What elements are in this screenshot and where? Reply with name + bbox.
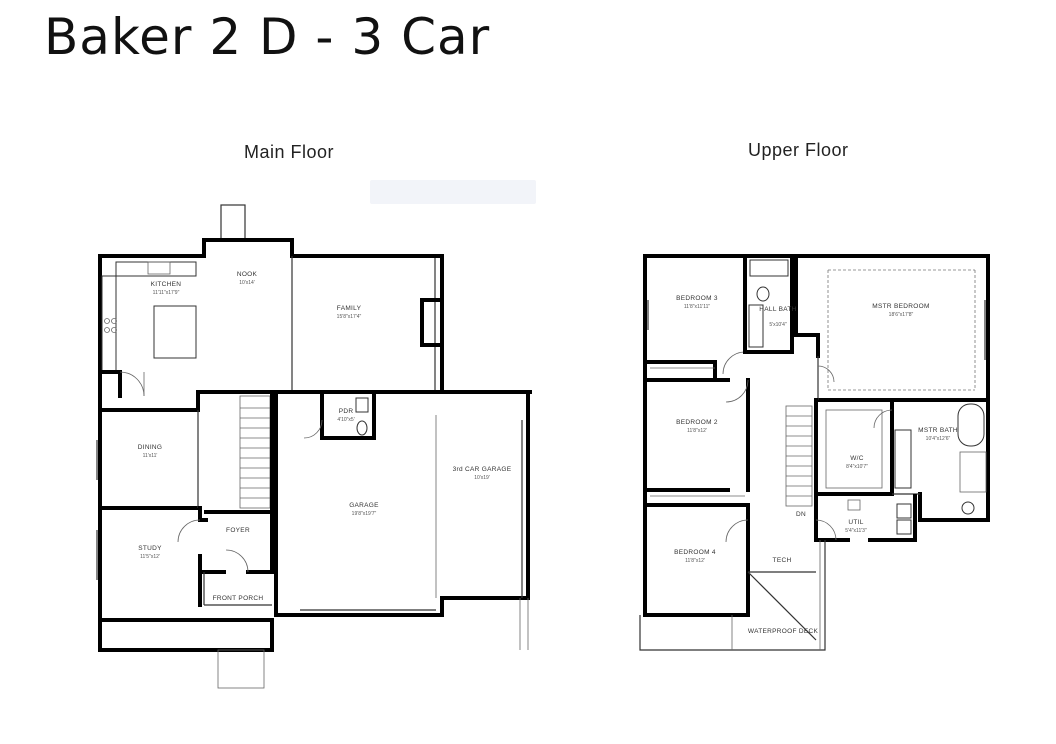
- mstr-bedroom-west-wall: [794, 254, 820, 358]
- mstr-vanity: [894, 429, 912, 489]
- mstr-tub: [957, 403, 985, 447]
- pdr-walls: [320, 390, 376, 440]
- bedroom4-dim: 11'8"x12': [685, 558, 705, 564]
- bedroom3-dim: 11'8"x11'11": [684, 304, 711, 310]
- mstr-bath-label: MSTR BATH: [918, 427, 958, 434]
- third-garage-dim: 10'x19': [474, 475, 490, 481]
- pdr-sink: [355, 397, 369, 413]
- page-title: Baker 2 D - 3 Car: [44, 8, 491, 66]
- dryer: [896, 519, 912, 535]
- mstr-bedroom-dim: 18'6"x17'8": [889, 312, 914, 318]
- nook-label: NOOK: [237, 271, 258, 278]
- wic-label: W/C: [850, 455, 864, 462]
- bedroom3-south-wall: [643, 360, 717, 382]
- study-dim: 11'5"x12': [140, 554, 160, 560]
- hall-vanity: [748, 304, 764, 348]
- deck-outline: [639, 540, 826, 651]
- main-floor-title: Main Floor: [244, 142, 335, 162]
- porch-wall: [98, 618, 274, 652]
- upper-floor-title: Upper Floor: [748, 140, 849, 160]
- bedroom4-label: BEDROOM 4: [674, 549, 716, 556]
- garage-dim: 19'8"x19'7": [352, 511, 377, 517]
- family-bay: [420, 298, 444, 347]
- hall-bath-dim: 5'x10'4": [769, 322, 787, 328]
- mstr-shower: [959, 451, 987, 493]
- util-dim: 5'4"x11'3": [845, 528, 867, 534]
- hall-tub: [749, 259, 789, 277]
- dining-label: DINING: [138, 444, 163, 451]
- mstr-bath-dim: 10'4"x12'6": [926, 436, 951, 442]
- pdr-label: PDR: [339, 408, 354, 415]
- dining-dim: 11'x11': [143, 453, 158, 459]
- kitchen-dim: 11'11"x17'9": [153, 290, 180, 296]
- mstr-bedroom-label: MSTR BEDROOM: [872, 303, 929, 310]
- deck-diagonal: [747, 571, 817, 641]
- pdr-toilet: [356, 420, 368, 436]
- deck-label: WATERPROOF DECK: [748, 628, 819, 635]
- faint-watermark-bar: [370, 180, 536, 204]
- main-north-wall: [98, 238, 444, 394]
- foyer-label: FOYER: [226, 527, 250, 534]
- bedroom2-dim: 11'8"x12': [687, 428, 707, 434]
- family-dim: 15'8"x17'4": [337, 314, 362, 320]
- kitchen-island: [153, 305, 197, 359]
- kitchen-label: KITCHEN: [151, 281, 182, 288]
- wic-dim: 8'4"x10'7": [846, 464, 868, 470]
- kitchen-sink: [147, 261, 171, 275]
- hall-bath-label: HALL BATH: [759, 306, 796, 313]
- bedroom3-label: BEDROOM 3: [676, 295, 718, 302]
- tech-label: TECH: [773, 557, 792, 564]
- bedroom4-south-wall: [643, 503, 750, 617]
- nook-dim: 10'x14': [239, 280, 255, 286]
- third-garage-label: 3rd CAR GARAGE: [453, 466, 512, 473]
- porch-steps: [217, 649, 265, 689]
- upper-north-east-wall: [643, 254, 990, 522]
- washer: [896, 503, 912, 519]
- bedroom2-label: BEDROOM 2: [676, 419, 718, 426]
- study-label: STUDY: [138, 545, 162, 552]
- front-porch-label: FRONT PORCH: [213, 595, 264, 602]
- mstr-bath-south: [918, 492, 990, 522]
- garage-walls: [274, 390, 530, 617]
- util-label: UTIL: [848, 519, 863, 526]
- util-walls: [868, 494, 917, 542]
- wic-shelves: [825, 409, 883, 489]
- family-label: FAMILY: [337, 305, 362, 312]
- pdr-dim: 4'10"x5': [337, 417, 354, 423]
- dn-label: DN: [796, 511, 806, 518]
- mstr-toilet: [961, 501, 975, 515]
- hall-bath-walls: [743, 254, 794, 354]
- garage-label: GARAGE: [349, 502, 379, 509]
- porch-base: [98, 618, 274, 652]
- hall-toilet: [756, 286, 770, 302]
